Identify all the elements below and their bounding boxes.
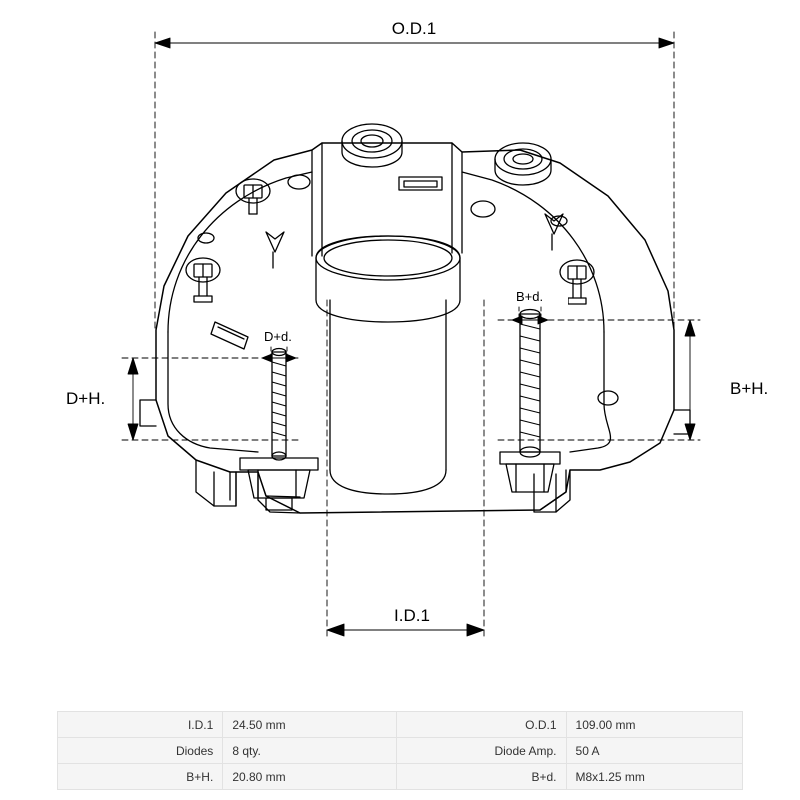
spec-value: 50 A: [565, 737, 744, 764]
spec-value: 20.80 mm: [222, 763, 398, 790]
spec-label: O.D.1: [396, 711, 567, 738]
table-row: B+H. 20.80 mm B+d. M8x1.25 mm: [56, 763, 744, 790]
spec-value: 109.00 mm: [565, 711, 744, 738]
spec-label: Diodes: [56, 737, 224, 764]
spec-label: B+H.: [56, 763, 224, 790]
spec-label: Diode Amp.: [396, 737, 567, 764]
dimension-label-id1: I.D.1: [394, 606, 430, 625]
dimension-label-dh: D+H.: [66, 389, 105, 408]
spec-value: 24.50 mm: [222, 711, 398, 738]
dimension-label-od1: O.D.1: [392, 19, 436, 38]
specification-table: I.D.1 24.50 mm O.D.1 109.00 mm Diodes 8 …: [56, 711, 744, 790]
spec-label: I.D.1: [56, 711, 224, 738]
spec-label: B+d.: [396, 763, 567, 790]
table-row: Diodes 8 qty. Diode Amp. 50 A: [56, 737, 744, 764]
dimension-label-bd: B+d.: [516, 289, 543, 304]
dimension-label-bh: B+H.: [730, 379, 768, 398]
spec-value: 8 qty.: [222, 737, 398, 764]
spec-value: M8x1.25 mm: [565, 763, 744, 790]
rectifier-technical-drawing: O.D.1 I.D.1 B+H. D+H. B+d. D+d.: [66, 19, 769, 641]
table-row: I.D.1 24.50 mm O.D.1 109.00 mm: [56, 711, 744, 738]
dimension-label-dd: D+d.: [264, 329, 292, 344]
